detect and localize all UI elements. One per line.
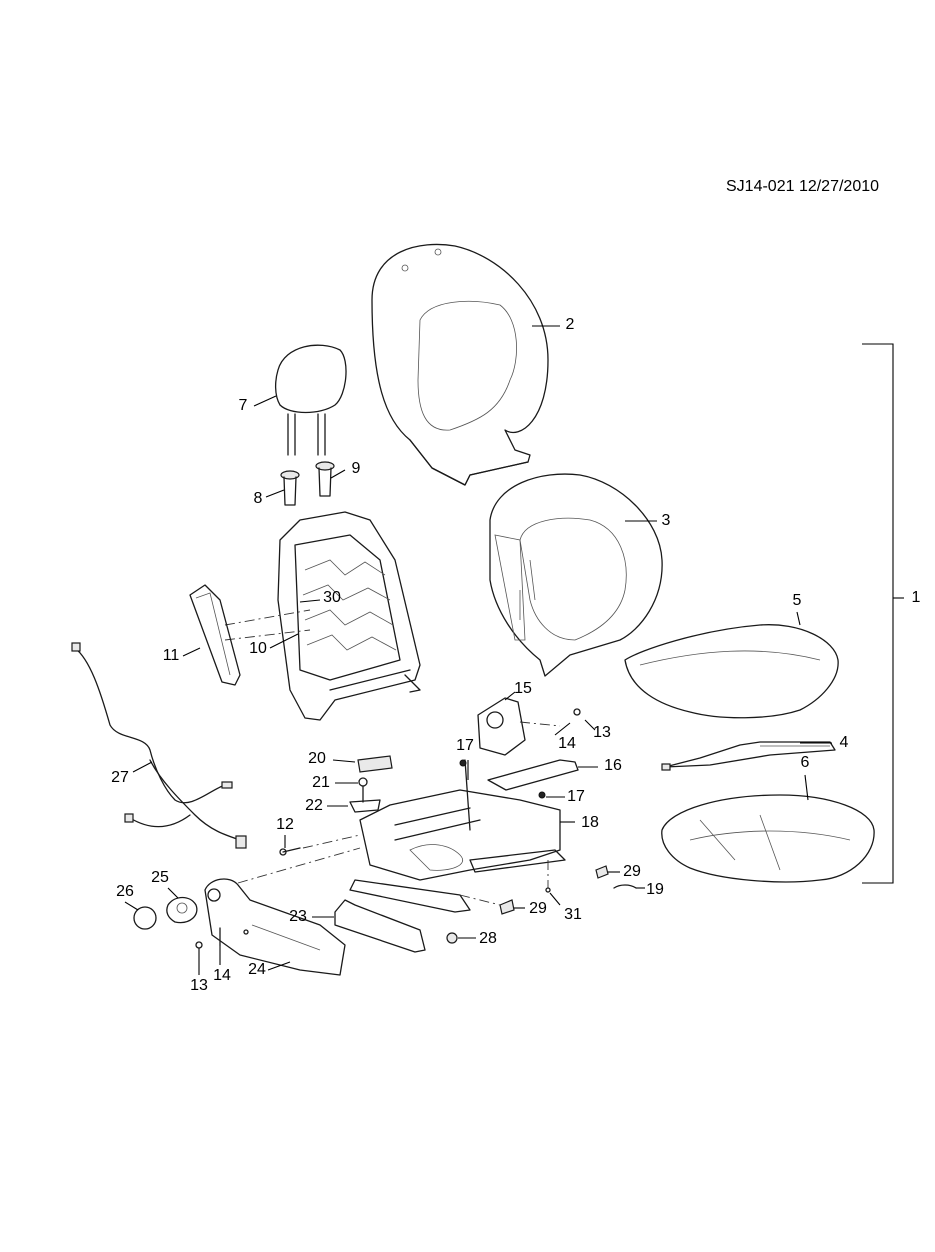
seatback-cover-front xyxy=(489,473,663,677)
callout-21: 21 xyxy=(312,774,330,791)
callout-4: 4 xyxy=(839,734,849,751)
bracket-22 xyxy=(327,799,381,813)
side-shield xyxy=(204,847,361,976)
callout-14-upper: 14 xyxy=(558,735,576,752)
callout-23: 23 xyxy=(289,908,307,925)
callout-24: 24 xyxy=(248,961,266,978)
callout-9: 9 xyxy=(351,460,361,477)
recliner-handle-25 xyxy=(166,887,198,924)
callout-20: 20 xyxy=(308,750,326,767)
seatback-frame xyxy=(224,511,421,721)
callout-11: 11 xyxy=(162,647,180,664)
screw-13-lower xyxy=(195,941,203,975)
callout-3: 3 xyxy=(661,512,671,529)
callout-2: 2 xyxy=(565,316,575,333)
callout-8: 8 xyxy=(253,490,263,507)
callout-15: 15 xyxy=(514,680,532,697)
nut-28 xyxy=(446,932,476,944)
bolt-17 xyxy=(459,759,565,799)
seat-cushion-pad xyxy=(624,611,839,719)
seat-cushion-cover xyxy=(661,774,875,883)
callout-14-lower: 14 xyxy=(213,967,231,984)
callout-26: 26 xyxy=(116,883,134,900)
seatback-cover-rear xyxy=(371,243,560,486)
callout-17-left: 17 xyxy=(456,737,474,754)
drawing-reference: SJ14-021 12/27/2010 xyxy=(726,178,880,195)
callout-29-right: 29 xyxy=(623,863,641,880)
cushion-panel xyxy=(487,759,598,791)
callout-27: 27 xyxy=(111,769,129,786)
callout-30: 30 xyxy=(323,589,341,606)
callout-29-lower: 29 xyxy=(529,900,547,917)
callout-6: 6 xyxy=(800,754,810,771)
seat-frame xyxy=(349,759,575,913)
assembly-bracket xyxy=(862,343,904,884)
callout-31: 31 xyxy=(564,906,582,923)
bolt-12 xyxy=(279,834,361,856)
callout-5: 5 xyxy=(792,592,802,609)
recliner-mechanism xyxy=(477,691,596,756)
callout-16: 16 xyxy=(604,757,622,774)
knob-cap-26 xyxy=(124,901,157,930)
headrest-guide-9 xyxy=(315,461,346,497)
callout-13-lower: 13 xyxy=(190,977,208,994)
headrest-guide-8 xyxy=(265,470,300,506)
screw-31 xyxy=(545,860,561,906)
side-trim-23 xyxy=(312,899,426,953)
clip-19 xyxy=(613,884,645,889)
headrest xyxy=(253,344,347,456)
callout-7: 7 xyxy=(238,397,248,414)
callout-28: 28 xyxy=(479,930,497,947)
occupant-sensor xyxy=(661,741,836,771)
wire-harness xyxy=(71,642,247,849)
clip-29b xyxy=(459,894,525,915)
callout-18: 18 xyxy=(581,814,599,831)
callout-12: 12 xyxy=(276,816,294,833)
callout-19: 19 xyxy=(646,881,664,898)
callout-25: 25 xyxy=(151,869,169,886)
switch-20 xyxy=(332,755,393,773)
screw-21 xyxy=(335,777,368,803)
callout-17-right: 17 xyxy=(567,788,585,805)
side-trim-panel xyxy=(182,584,241,686)
callout-10: 10 xyxy=(249,640,267,657)
callout-1: 1 xyxy=(911,589,921,606)
callout-13-upper: 13 xyxy=(593,724,611,741)
callout-22: 22 xyxy=(305,797,323,814)
clip-29a xyxy=(595,865,620,879)
